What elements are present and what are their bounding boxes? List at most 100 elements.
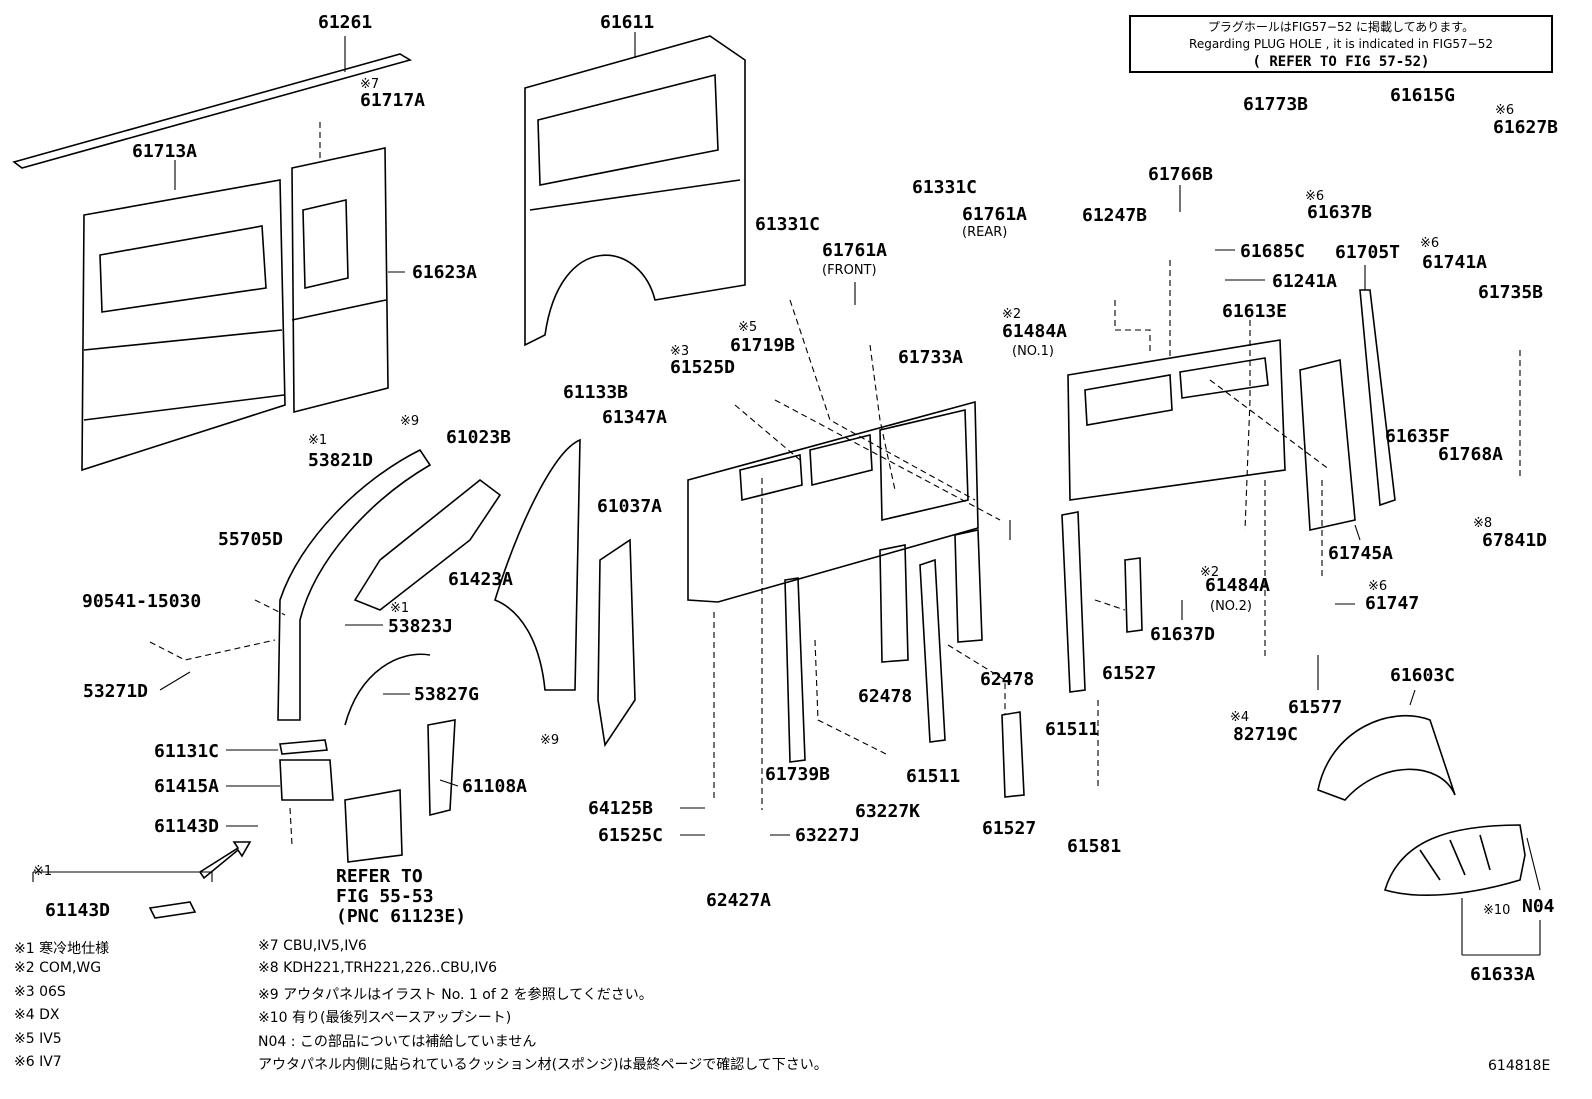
- footnote-left: ※4 DX: [14, 1007, 60, 1023]
- part-mark: ※6: [1495, 103, 1514, 118]
- direction-arrow: [198, 841, 252, 880]
- part-mark: ※4: [1230, 710, 1249, 725]
- part-label: 61741A: [1422, 252, 1487, 273]
- part-mark: ※8: [1473, 516, 1492, 531]
- pillar-61745A-drawing: [1299, 358, 1356, 531]
- inner-panel-61613E-drawing: [1067, 339, 1286, 501]
- part-label: 61747: [1365, 593, 1419, 614]
- roof-rail-drawing: [12, 53, 413, 169]
- part-label: 61023B: [446, 427, 511, 448]
- part-mark: ※9: [400, 414, 419, 429]
- part-label: 61633A: [1470, 964, 1535, 985]
- part-mark: ※2: [1002, 307, 1021, 322]
- footnote-right: ※10 有り(最後列スペースアップシート): [258, 1010, 512, 1026]
- part-label: 67841D: [1482, 530, 1547, 551]
- part-label: 61768A: [1438, 444, 1503, 465]
- part-label: 61143D: [45, 900, 110, 921]
- refer-line: REFER TO: [336, 866, 423, 887]
- part-label: 90541-15030: [82, 591, 201, 612]
- part-label: 61331C: [755, 214, 820, 235]
- part-label: 61615G: [1390, 85, 1455, 106]
- part-label: 82719C: [1233, 724, 1298, 745]
- part-mark: ※5: [738, 320, 757, 335]
- side-panel-61713A-drawing: [81, 179, 286, 472]
- part-label: 64125B: [588, 798, 653, 819]
- part-label: 61261: [318, 12, 372, 33]
- rear-quarter-panel-drawing: [524, 35, 746, 347]
- footnote-left: ※3 06S: [14, 984, 66, 1000]
- part-label: 61133B: [563, 382, 628, 403]
- part-label: 61415A: [154, 776, 219, 797]
- part-mark: ※1: [308, 433, 327, 448]
- part-label: 61635F: [1385, 426, 1450, 447]
- wheel-arch-61423A-drawing: [494, 438, 581, 691]
- part-sublabel: (REAR): [962, 225, 1007, 240]
- part-label: 61423A: [448, 569, 513, 590]
- member-61511-right-drawing: [1061, 511, 1086, 693]
- refer-assembly-drawing: [344, 789, 403, 863]
- part-label: 61241A: [1272, 271, 1337, 292]
- part-label: 61623A: [412, 262, 477, 283]
- part-label: 61745A: [1328, 543, 1393, 564]
- part-label: 61761A: [962, 204, 1027, 225]
- footnote-left: ※5 IV5: [14, 1031, 62, 1047]
- note-line-refer: ( REFER TO FIG 57-52): [1252, 54, 1430, 70]
- part-label: 61331C: [912, 177, 977, 198]
- part-mark: ※9: [540, 733, 559, 748]
- bracket-61108A-drawing: [427, 719, 456, 817]
- part-label: 61735B: [1478, 282, 1543, 303]
- footnote-right: ※7 CBU,IV5,IV6: [258, 938, 367, 954]
- part-mark: ※6: [1368, 579, 1387, 594]
- part-mark: ※1: [33, 864, 52, 879]
- part-label: 61108A: [462, 776, 527, 797]
- part-label: 61613E: [1222, 301, 1287, 322]
- bracket-61131C-drawing: [279, 739, 328, 755]
- part-label: 61131C: [154, 741, 219, 762]
- part-label: 61717A: [360, 90, 425, 111]
- part-mark: ※6: [1305, 189, 1324, 204]
- part-labels: 61261 61611 ※7 61717A 61713A 61623A 6133…: [33, 12, 1558, 985]
- part-label: 61773B: [1243, 94, 1308, 115]
- part-mark: ※2: [1200, 565, 1219, 580]
- part-label: 62478: [980, 669, 1034, 690]
- side-panel-61623A-drawing: [291, 147, 389, 414]
- part-label: 61581: [1067, 836, 1121, 857]
- part-label: 61761A: [822, 240, 887, 261]
- part-label: 61627B: [1493, 117, 1558, 138]
- dashed-connection-lines: [149, 118, 1521, 846]
- wheel-house-61603C-drawing: [1317, 715, 1456, 801]
- part-label: 61766B: [1148, 164, 1213, 185]
- arch-moulding-drawing: [344, 653, 431, 726]
- member-61527-left-drawing: [1001, 711, 1025, 798]
- member-61511-left-drawing: [919, 558, 946, 743]
- part-label: 53823J: [388, 616, 453, 637]
- part-label: 61527: [1102, 663, 1156, 684]
- footnote-left: ※2 COM,WG: [14, 960, 102, 976]
- footnote-right: ※9 アウタパネルはイラスト No. 1 of 2 を参照してください。: [258, 987, 653, 1003]
- refer-line: FIG 55-53: [336, 886, 434, 907]
- part-label: 61525C: [598, 825, 663, 846]
- footnote-left: ※1 寒冷地仕様: [14, 941, 110, 957]
- part-label: 53821D: [308, 450, 373, 471]
- part-sublabel: (NO.1): [1012, 344, 1054, 359]
- bracket-61143D-drawing: [148, 901, 197, 919]
- part-label: 53271D: [83, 681, 148, 702]
- part-label: 55705D: [218, 529, 283, 550]
- part-label: 62427A: [706, 890, 771, 911]
- part-label: 61637D: [1150, 624, 1215, 645]
- cover-61633A-drawing: [1384, 824, 1526, 896]
- part-mark: ※3: [670, 344, 689, 359]
- leader-lines: [32, 32, 1541, 956]
- part-mark: ※10: [1483, 903, 1510, 918]
- part-mark: ※7: [360, 77, 379, 92]
- part-label: 53827G: [414, 684, 479, 705]
- part-label: 61247B: [1082, 205, 1147, 226]
- footnote-right: N04 : この部品については補給していません: [258, 1034, 537, 1050]
- bracket-61415A-drawing: [279, 759, 334, 801]
- part-label: 61037A: [597, 496, 662, 517]
- member-62478-left-drawing: [879, 544, 909, 663]
- part-label: 61484A: [1205, 575, 1270, 596]
- inner-panel-61733A-drawing: [687, 400, 979, 603]
- member-61739B-drawing: [784, 577, 806, 763]
